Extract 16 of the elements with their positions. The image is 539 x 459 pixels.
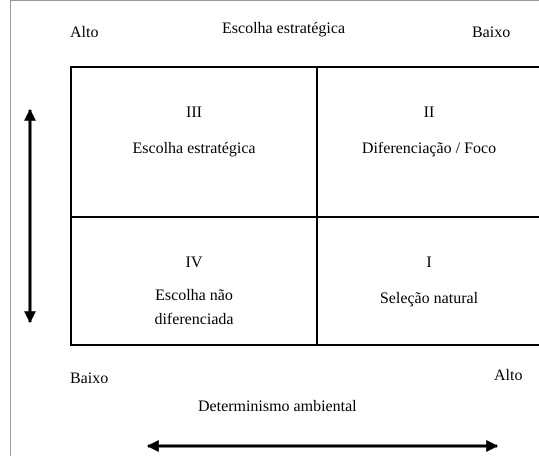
axis-end-label: Alto: [494, 367, 522, 385]
axis-title: Determinismo ambiental: [198, 398, 357, 416]
axis-title: Escolha estratégica: [222, 20, 346, 38]
quadrant-number: II: [422, 104, 436, 122]
quadrant-number: III: [185, 104, 203, 122]
quadrant-cell: [70, 66, 318, 218]
quadrant-number: IV: [184, 254, 204, 272]
quadrant-label: Escolha não diferenciada: [153, 286, 235, 330]
quadrant-label: Diferenciação / Foco: [360, 140, 498, 158]
axis-end-label: Baixo: [472, 24, 510, 42]
axis-end-label: Baixo: [70, 370, 108, 388]
quadrant-number: I: [425, 254, 433, 272]
quadrant-cell: [70, 216, 318, 346]
quadrant-label: Escolha estratégica: [131, 140, 257, 158]
axis-end-label: Alto: [70, 24, 98, 42]
quadrant-label: Seleção natural: [378, 290, 480, 308]
